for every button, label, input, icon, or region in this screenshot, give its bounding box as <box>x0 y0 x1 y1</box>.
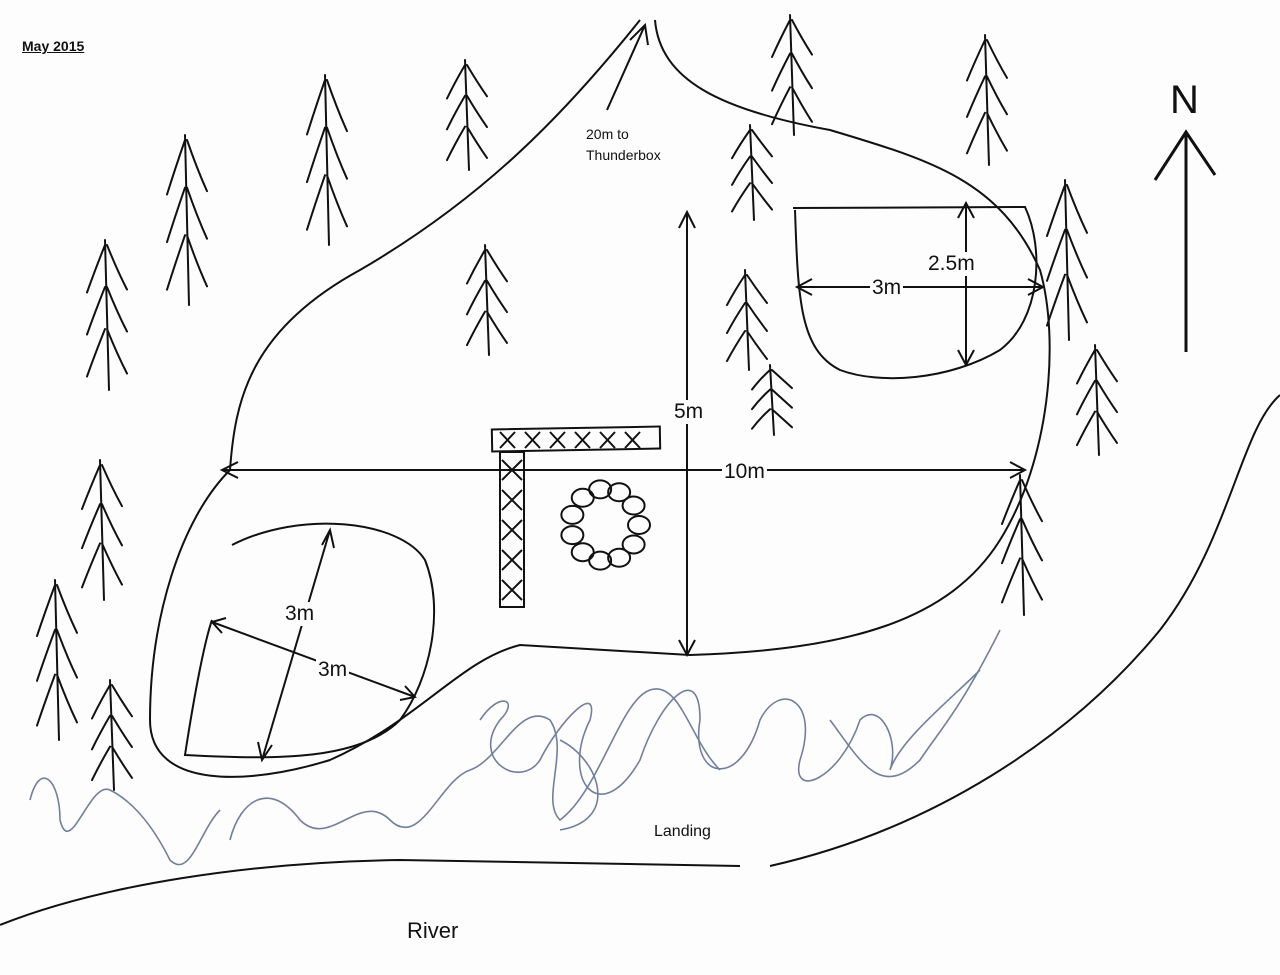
thunderbox-note: 20m to Thunderbox <box>584 124 663 166</box>
tent-ne-width-label: 3m <box>870 276 904 300</box>
tent-sw-length-label: 3m <box>283 602 317 626</box>
fire-ring <box>560 479 651 571</box>
tree-icon <box>771 14 813 136</box>
north-label: N <box>1170 78 1199 122</box>
fire-ring-stone <box>621 495 646 516</box>
bench-north <box>490 425 662 453</box>
fire-ring-stone <box>560 525 585 546</box>
tree-icon <box>751 364 793 436</box>
fire-ring-stone <box>627 515 651 535</box>
tree-icon <box>86 239 128 391</box>
thunderbox-note-line2: Thunderbox <box>586 147 661 163</box>
fire-ring-stone <box>607 547 632 568</box>
tree-icon <box>306 74 348 246</box>
tree-icon <box>446 59 488 171</box>
tent-ne-depth-label: 2.5m <box>926 252 977 276</box>
map-date: May 2015 <box>22 38 85 54</box>
fire-ring-stone <box>588 479 613 500</box>
tree-icon <box>81 459 123 601</box>
trail-arrow <box>606 22 649 111</box>
tree-icon <box>466 244 508 356</box>
tree-icon <box>731 124 773 221</box>
tent-area-ne <box>792 205 1038 380</box>
fire-ring-stone <box>607 482 632 503</box>
tree-icon <box>166 134 208 306</box>
tent-sw-width-label: 3m <box>316 658 350 682</box>
trees <box>36 14 1118 791</box>
site-depth-label: 5m <box>672 400 706 424</box>
river-banks <box>0 394 1280 926</box>
fire-ring-stone <box>560 504 585 525</box>
scribbles-landing <box>29 629 1001 866</box>
tree-icon <box>1001 474 1043 616</box>
landing-label: Landing <box>654 823 711 840</box>
tree-icon <box>91 679 133 791</box>
thunderbox-note-line1: 20m to <box>586 126 629 142</box>
tree-icon <box>36 579 78 741</box>
north-arrow <box>1153 129 1217 352</box>
bench-west <box>499 451 525 608</box>
fire-ring-stone <box>621 534 646 555</box>
tree-icon <box>726 269 768 371</box>
dimension-arrows <box>210 200 1046 763</box>
tree-icon <box>1046 179 1088 341</box>
tree-icon <box>1076 344 1118 456</box>
site-width-label: 10m <box>722 460 767 484</box>
fire-ring-stone <box>570 542 595 563</box>
river-label: River <box>407 918 459 943</box>
tent-area-sw <box>183 522 436 759</box>
tree-icon <box>966 34 1008 166</box>
trail-outline <box>148 19 1051 778</box>
